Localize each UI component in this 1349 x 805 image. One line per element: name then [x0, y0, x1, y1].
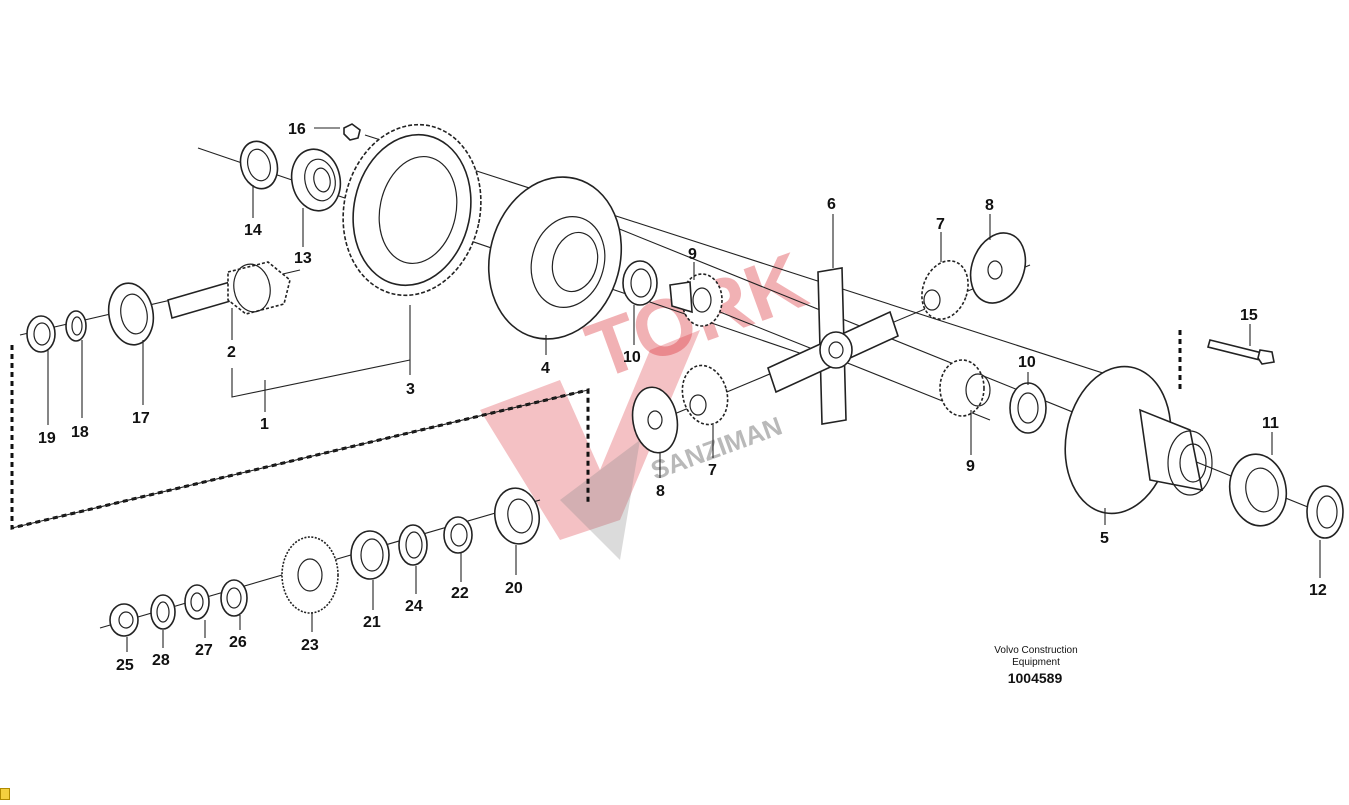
label-25: 25 — [116, 657, 134, 674]
part-20-bearing — [493, 487, 541, 545]
part-14-washer — [239, 140, 279, 190]
part-17-bearing — [107, 282, 155, 346]
part-12-seal — [1306, 485, 1344, 539]
part-7-pinion-gear-lower — [681, 364, 729, 426]
part-9-side-gear-lower — [939, 359, 991, 417]
label-4: 4 — [541, 360, 550, 377]
part-21-bushing — [350, 530, 390, 580]
part-labels: 16 14 13 2 3 1 17 18 19 4 10 9 6 7 8 15 … — [38, 121, 1327, 674]
label-18: 18 — [71, 424, 89, 441]
part-24-ring — [398, 524, 428, 566]
part-11-bearing — [1228, 453, 1288, 527]
label-6: 6 — [827, 196, 836, 213]
label-17: 17 — [132, 410, 150, 427]
label-8-upper: 8 — [985, 197, 994, 214]
label-13: 13 — [294, 250, 312, 267]
part-15-bolt — [1207, 339, 1275, 365]
label-12: 12 — [1309, 582, 1327, 599]
part-26-lock-washer — [220, 579, 248, 617]
leader-lines — [47, 127, 1321, 652]
label-1: 1 — [260, 416, 269, 433]
label-20: 20 — [505, 580, 523, 597]
part-16-nut — [343, 123, 361, 141]
part-8-washer-lower — [631, 386, 679, 454]
caption-line2: Equipment — [1012, 657, 1060, 668]
label-5: 5 — [1100, 530, 1109, 547]
part-13-bearing — [290, 148, 342, 212]
label-10-right: 10 — [1018, 354, 1036, 371]
part-7-pinion-gear-upper — [921, 260, 969, 320]
label-27: 27 — [195, 642, 213, 659]
label-11: 11 — [1262, 415, 1279, 432]
label-28: 28 — [152, 652, 170, 669]
label-16: 16 — [288, 121, 306, 138]
part-3-ring-gear — [342, 123, 482, 297]
label-7-lower: 7 — [708, 462, 717, 479]
part-9-side-gear-upper — [669, 273, 723, 327]
label-22: 22 — [451, 585, 469, 602]
label-9-upper: 9 — [688, 246, 697, 263]
part-8-washer-upper — [969, 232, 1027, 304]
label-3: 3 — [406, 381, 415, 398]
label-23: 23 — [301, 637, 319, 654]
label-15: 15 — [1240, 307, 1258, 324]
caption-block: Volvo Construction Equipment 1004589 — [994, 645, 1077, 686]
part-19-seal — [26, 315, 56, 353]
part-5-differential-housing — [1064, 365, 1213, 515]
part-25-nut — [109, 603, 139, 637]
corner-marker — [0, 788, 10, 800]
part-6-spider-cross — [767, 267, 899, 425]
caption-number: 1004589 — [1008, 670, 1063, 686]
label-8-lower: 8 — [656, 483, 665, 500]
part-27-lock-washer — [184, 584, 210, 620]
part-23-flange — [281, 536, 339, 614]
label-7-upper: 7 — [936, 216, 945, 233]
part-10-washer-left — [622, 260, 658, 306]
part-4-differential-housing — [487, 176, 623, 340]
dashed-connectors — [10, 330, 1182, 530]
label-14: 14 — [244, 222, 262, 239]
label-19: 19 — [38, 430, 56, 447]
label-2: 2 — [227, 344, 236, 361]
label-24: 24 — [405, 598, 423, 615]
label-9-lower: 9 — [966, 458, 975, 475]
part-28-ring — [150, 594, 176, 630]
caption-line1: Volvo Construction — [994, 645, 1077, 656]
part-10-washer-right — [1009, 382, 1047, 434]
part-22-ring — [443, 516, 473, 554]
label-21: 21 — [363, 614, 381, 631]
part-18-ring — [65, 310, 87, 342]
part-2-pinion-shaft — [167, 261, 291, 320]
label-26: 26 — [229, 634, 247, 651]
label-10-left: 10 — [623, 349, 641, 366]
